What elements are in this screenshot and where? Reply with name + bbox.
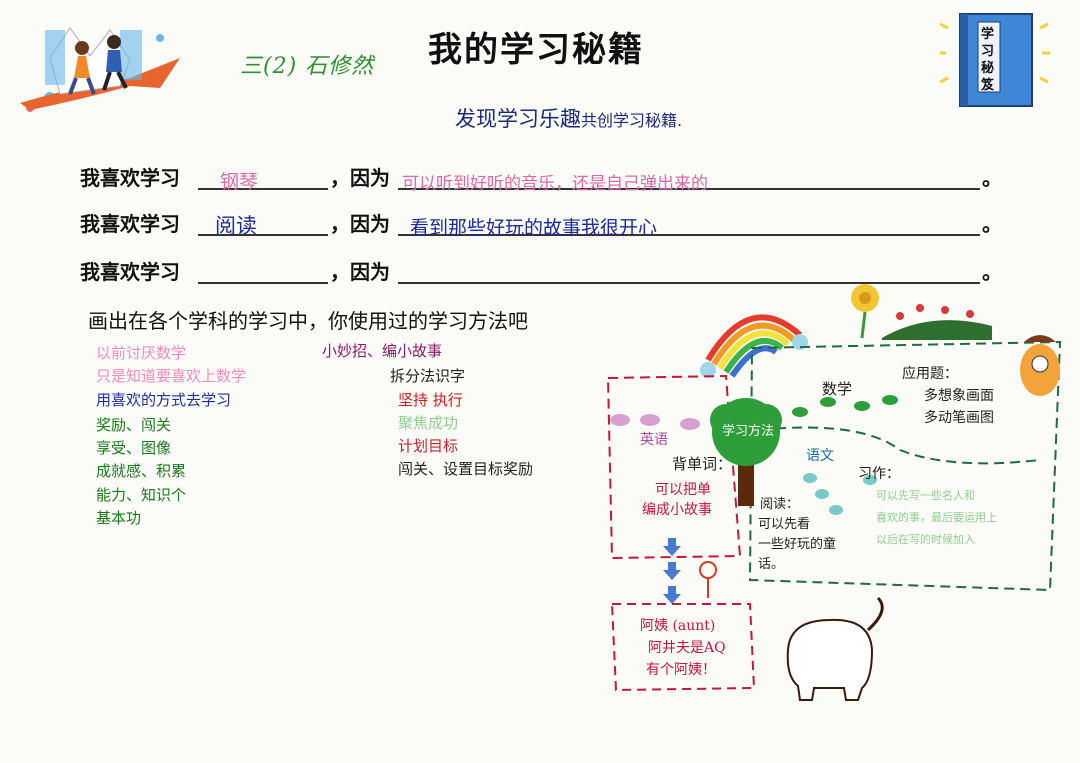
- writing-line-1: 可以先写一些名人和: [876, 489, 975, 502]
- subtitle: 发现学习乐趣共创学习秘籍.: [455, 103, 682, 133]
- list-item: 用喜欢的方式去学习: [96, 390, 232, 409]
- subject-blank[interactable]: [198, 162, 328, 190]
- sentence-prefix: 我喜欢学习: [80, 260, 180, 284]
- book-label: 学习秘笈: [981, 27, 995, 93]
- list-item: 聚焦成功: [398, 413, 459, 432]
- list-item: 坚持 执行: [398, 390, 463, 409]
- list-item: 以前讨厌数学: [96, 344, 187, 362]
- because-label: ，因为: [330, 166, 390, 190]
- period: 。: [982, 260, 1002, 284]
- reason-blank[interactable]: [398, 256, 980, 284]
- author-name: 三(2) 石修然: [240, 54, 375, 79]
- mid-list: 小妙招、编小故事 拆分法识字 坚持 执行 聚焦成功 计划目标 闯关、设置目标奖励: [322, 342, 534, 479]
- apply-line-1: 多想象画面: [924, 388, 994, 404]
- subject-answer: 阅读: [215, 214, 257, 238]
- list-item: 享受、图像: [96, 439, 172, 457]
- list-item: 拆分法识字: [390, 367, 466, 386]
- writing-line-3: 以后在写的时候加入: [876, 533, 975, 546]
- writing-title: 习作：: [858, 466, 900, 482]
- drawing-prompt: 画出在各个学科的学习中，你使用过的学习方法吧: [88, 309, 528, 333]
- subject-blank[interactable]: [198, 208, 328, 236]
- subject-answer: 钢琴: [220, 171, 259, 193]
- subtitle-tail: 共创学习秘籍.: [581, 111, 683, 130]
- words-title: 背单词：: [672, 455, 733, 473]
- aunt-line-1: 阿姨 (aunt): [640, 618, 716, 634]
- list-item: 能力、知识个: [96, 485, 187, 504]
- apply-title: 应用题：: [902, 366, 958, 382]
- because-label: ，因为: [330, 212, 390, 236]
- reading-title: 阅读：: [760, 497, 800, 512]
- aunt-line-2: 阿井夫是AQ: [648, 640, 726, 656]
- reason-blank[interactable]: [398, 208, 980, 236]
- reason-answer: 可以听到好听的音乐，还是自己弹出来的: [402, 174, 708, 194]
- reason-answer: 看到那些好玩的故事我很开心: [410, 217, 658, 239]
- list-item: 计划目标: [398, 437, 459, 455]
- left-list: 以前讨厌数学 只是知道要喜欢上数学 用喜欢的方式去学习 奖励、闯关 享受、图像 …: [96, 344, 247, 527]
- reading-line-1: 可以先看: [758, 517, 811, 532]
- writing-line-2: 喜欢的事，最后要运用上: [876, 511, 997, 524]
- chinese-label: 语文: [806, 448, 834, 464]
- period: 。: [982, 212, 1002, 236]
- mindmap-drawing: [606, 284, 1062, 701]
- page-title: 我的学习秘籍: [428, 30, 644, 70]
- aunt-line-3: 有个阿姨！: [646, 662, 716, 678]
- list-item: 成就感、积累: [96, 462, 187, 481]
- list-item: 闯关、设置目标奖励: [398, 460, 534, 479]
- tree-label: 学习方法: [722, 424, 775, 439]
- reading-line-3: 话。: [758, 557, 785, 572]
- list-item: 奖励、闯关: [96, 415, 172, 434]
- words-line-1: 可以把单: [655, 482, 711, 498]
- english-label: 英语: [640, 432, 668, 448]
- because-label: ，因为: [330, 260, 390, 284]
- sentence-prefix: 我喜欢学习: [80, 212, 180, 236]
- reading-line-2: 一些好玩的童: [758, 537, 837, 552]
- runner-illustration: [10, 8, 190, 120]
- subtitle-main: 发现学习乐趣: [455, 107, 581, 131]
- period: 。: [982, 166, 1002, 190]
- list-item: 小妙招、编小故事: [322, 342, 443, 360]
- list-item: 基本功: [96, 508, 142, 527]
- subject-blank[interactable]: [198, 256, 328, 284]
- book-illustration: [939, 8, 1050, 110]
- list-item: 只是知道要喜欢上数学: [96, 367, 247, 386]
- apply-line-2: 多动笔画图: [924, 410, 994, 426]
- reason-blank[interactable]: [398, 162, 980, 190]
- math-label: 数学: [822, 380, 853, 398]
- sentence-prefix: 我喜欢学习: [80, 166, 180, 190]
- words-line-2: 编成小故事: [642, 502, 712, 518]
